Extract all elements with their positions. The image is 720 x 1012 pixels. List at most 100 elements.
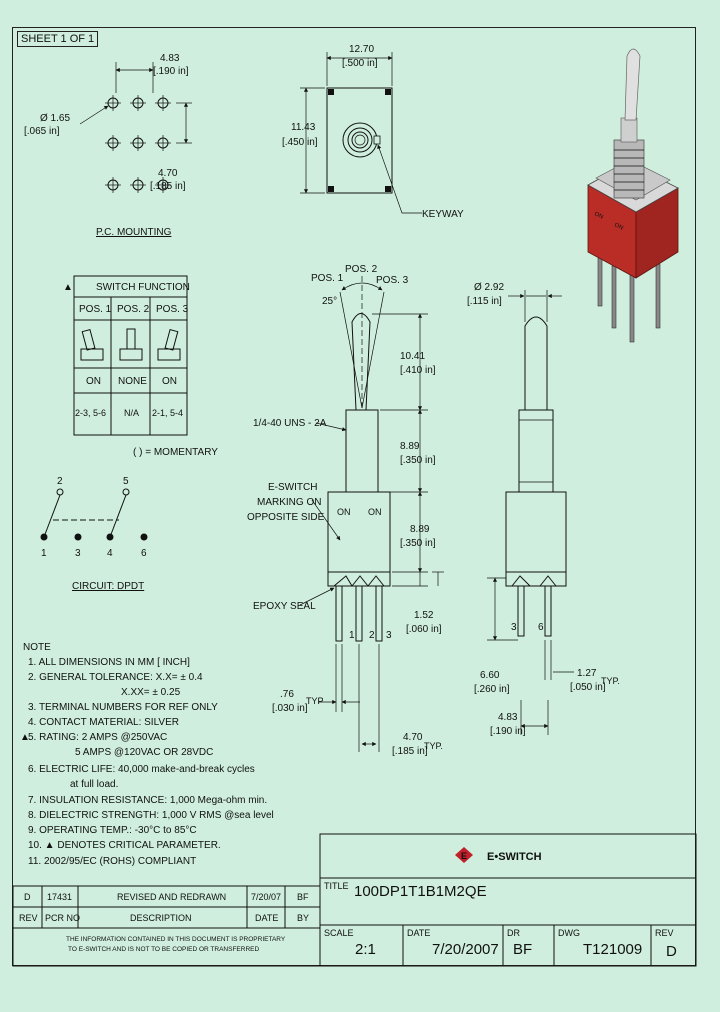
revision-table: D 17431 REVISED AND REDRAWN 7/20/07 BF R… xyxy=(12,885,321,967)
pc-dim-top: 4.83 xyxy=(160,53,180,64)
pc-dim-hole: Ø 1.65 xyxy=(40,113,70,124)
note-6b: at full load. xyxy=(70,779,118,790)
title-label: TITLE xyxy=(324,881,349,891)
side-dim-spacing-in: [.190 in] xyxy=(490,726,526,737)
side-pin-3: 3 xyxy=(511,622,517,633)
side-dim-lever-dia: Ø 2.92 xyxy=(474,282,504,293)
note-5: 5. RATING: 2 AMPS @250VAC xyxy=(28,732,167,743)
pos-header-2: POS. 2 xyxy=(117,304,150,315)
front-pin-2: 2 xyxy=(369,630,375,641)
rev-row-desc: REVISED AND REDRAWN xyxy=(117,892,226,902)
connection-1: 2-3, 5-6 xyxy=(75,408,106,418)
state-3: ON xyxy=(162,376,177,387)
epoxy-label: EPOXY SEAL xyxy=(253,601,316,612)
circuit-caption: CIRCUIT: DPDT xyxy=(72,581,144,592)
dim-bushing: 8.89 xyxy=(400,441,420,452)
table-header: SWITCH FUNCTION xyxy=(96,282,190,293)
pos-header-1: POS. 1 xyxy=(79,304,112,315)
dim-spacing-typ: TYP. xyxy=(424,741,443,751)
disclaimer-1: THE INFORMATION CONTAINED IN THIS DOCUME… xyxy=(66,936,286,943)
side-dim-pin-len: 6.60 xyxy=(480,670,500,681)
switch-3d-render: ON ON xyxy=(587,48,679,343)
pin-label-4: 4 xyxy=(107,548,113,559)
dim-pin-in: [.030 in] xyxy=(272,703,308,714)
pc-hole-2 xyxy=(130,95,146,111)
toggle-pos-1-icon xyxy=(80,328,104,361)
front-on-label-1: ON xyxy=(337,507,351,517)
note-9: 9. OPERATING TEMP.: -30°C to 85°C xyxy=(28,825,197,836)
top-view-body xyxy=(326,87,393,194)
side-pin-6: 6 xyxy=(538,622,544,633)
note-7: 7. INSULATION RESISTANCE: 1,000 Mega-ohm… xyxy=(28,795,267,806)
connection-2: N/A xyxy=(124,408,139,418)
thread-label: 1/4-40 UNS - 2A xyxy=(253,418,327,429)
rev-head-date: DATE xyxy=(255,913,278,923)
dim-lever-in: [.410 in] xyxy=(400,365,436,376)
side-bushing xyxy=(518,409,554,493)
side-base xyxy=(505,571,567,587)
front-pin-3: 3 xyxy=(386,630,392,641)
pin-label-6: 6 xyxy=(141,548,147,559)
marking-line-1: E-SWITCH xyxy=(268,482,317,493)
e-switch-logo: E E•SWITCH xyxy=(455,847,542,863)
dim-body: 8.89 xyxy=(410,524,430,535)
dim-spacing: 4.70 xyxy=(403,732,423,743)
scale-label: SCALE xyxy=(324,928,354,938)
pc-dim-top-in: [.190 in] xyxy=(153,66,189,77)
rev-row-pcr: 17431 xyxy=(47,892,72,902)
angle-label: 25° xyxy=(322,296,337,307)
side-lever xyxy=(524,316,548,411)
front-on-label-2: ON xyxy=(368,507,382,517)
pin-label-2: 2 xyxy=(57,476,63,487)
rev-row-rev: D xyxy=(24,892,31,902)
dim-body-in: [.350 in] xyxy=(400,538,436,549)
side-dim-pin-w: 1.27 xyxy=(577,668,597,679)
svg-text:▲: ▲ xyxy=(20,732,30,743)
note-6: 6. ELECTRIC LIFE: 40,000 make-and-break … xyxy=(28,764,255,775)
side-dim-lever-dia-in: [.115 in] xyxy=(467,296,502,307)
pc-dim-side: 4.70 xyxy=(158,168,178,179)
rev-label: REV xyxy=(655,928,674,938)
rev-head-rev: REV xyxy=(19,913,38,923)
rev-row-by: BF xyxy=(297,892,309,902)
note-4: 4. CONTACT MATERIAL: SILVER xyxy=(28,717,179,728)
top-dim-height-in: [.450 in] xyxy=(282,137,318,148)
title-block: E E•SWITCH TITLE 100DP1T1B1M2QE SCALE 2:… xyxy=(319,833,697,967)
pin-label-5: 5 xyxy=(123,476,129,487)
rev-head-pcr: PCR NO xyxy=(45,913,80,923)
pc-dim-hole-in: [.065 in] xyxy=(24,126,60,137)
side-dim-pin-w-in: [.050 in] xyxy=(570,682,606,693)
momentary-note: ( ) = MOMENTARY xyxy=(133,447,218,458)
marking-line-2: MARKING ON xyxy=(257,497,321,508)
rev-head-by: BY xyxy=(297,913,309,923)
e-switch-logo-icon xyxy=(455,847,473,863)
dwg-value: T121009 xyxy=(583,941,642,958)
rev-head-desc: DESCRIPTION xyxy=(130,913,192,923)
state-1: ON xyxy=(86,376,101,387)
pc-mounting-caption: P.C. MOUNTING xyxy=(96,227,172,238)
svg-text:ON: ON xyxy=(593,211,604,220)
top-view: 12.70 [.500 in] 11.43 [.450 in] KEYWAY xyxy=(282,44,464,220)
dr-value: BF xyxy=(513,941,532,958)
state-2: NONE xyxy=(118,376,147,387)
notes-header: NOTE xyxy=(23,642,51,653)
pc-mounting-view: 4.83 [.190 in] Ø 1.65 [.065 in] 4.70 [.1… xyxy=(24,53,192,238)
note-5b: 5 AMPS @120VAC OR 28VDC xyxy=(75,747,213,758)
circuit-diagram: 2 5 1 3 4 6 CIRCUIT: DPDT xyxy=(40,476,148,592)
side-dim-spacing: 4.83 xyxy=(498,712,518,723)
note-2: 2. GENERAL TOLERANCE: X.X= ± 0.4 xyxy=(28,672,203,683)
critical-marker: ▲ xyxy=(63,282,73,293)
rev-row-date: 7/20/07 xyxy=(251,892,281,902)
connection-3: 2-1, 5-4 xyxy=(152,408,183,418)
dim-pin-typ: TYP xyxy=(306,696,324,706)
pos-header-3: POS. 3 xyxy=(156,304,189,315)
dim-lever: 10.41 xyxy=(400,351,425,362)
dr-label: DR xyxy=(507,928,520,938)
drawing-title: 100DP1T1B1M2QE xyxy=(354,883,487,900)
pos-label-1: POS. 1 xyxy=(311,273,344,284)
logo-text: E•SWITCH xyxy=(487,851,542,863)
dwg-label: DWG xyxy=(558,928,580,938)
front-body xyxy=(327,491,391,573)
notes-block: NOTE 1. ALL DIMENSIONS IN MM [ INCH] 2. … xyxy=(20,642,274,867)
